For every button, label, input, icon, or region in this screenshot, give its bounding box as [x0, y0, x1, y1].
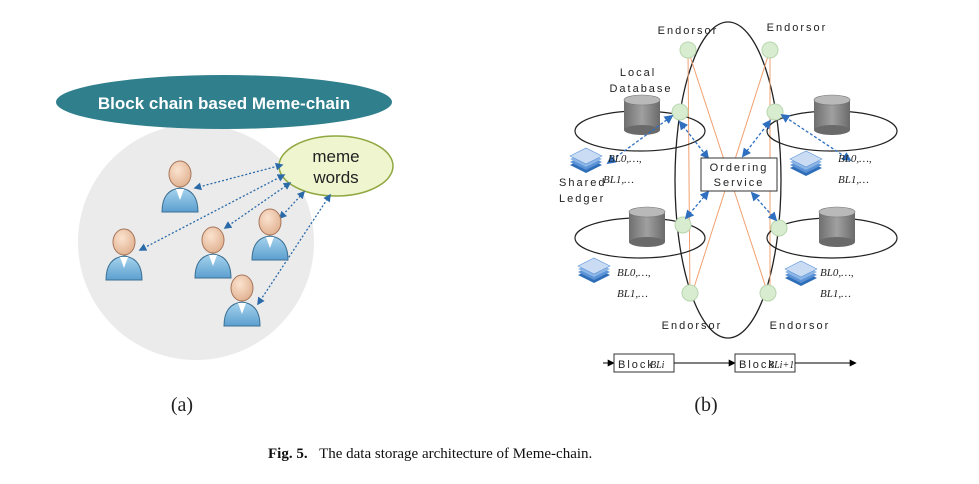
panel-b-label: (b): [694, 394, 717, 416]
caption-fig-number: Fig. 5.: [268, 446, 308, 462]
database-icon: [818, 206, 856, 248]
ledger-entry: BL0,…,: [608, 153, 642, 165]
ledger-icon: [577, 257, 611, 284]
endorser-nodes: [671, 41, 788, 302]
shared-ledger-line1: Shared: [559, 177, 606, 189]
ledger-entry: BL1,…: [617, 288, 648, 300]
ledger-icon: [789, 150, 823, 177]
meme-words-bubble: [278, 135, 394, 197]
caption-text: The data storage architecture of Meme-ch…: [319, 446, 592, 462]
local-database-line2: Database: [609, 83, 672, 95]
database-icon: [813, 94, 851, 136]
block-sub-2: BLi+1: [768, 360, 794, 371]
block-sub-1: BLi: [650, 360, 665, 371]
ordering-service-line1: Ordering: [710, 162, 769, 174]
endorser-label-top-right: Endorsor: [767, 22, 828, 34]
ordering-service-line2: Service: [714, 177, 765, 189]
figure-caption: Fig. 5. The data storage architecture of…: [268, 446, 592, 462]
endorser-label-top-left: Endorsor: [658, 25, 719, 37]
database-icon: [628, 206, 666, 248]
meme-words-line2: words: [312, 168, 358, 187]
ledger-entry: BL1,…: [820, 288, 851, 300]
ledger-entry: BL1,…: [603, 174, 634, 186]
local-database-line1: Local: [620, 67, 656, 79]
banner-title: Block chain based Meme-chain: [98, 94, 350, 113]
ledger-entry: BL0,…,: [838, 153, 872, 165]
ordering-arrows: [606, 113, 852, 222]
ledger-icon: [784, 260, 818, 287]
ledger-entry: BL0,…,: [820, 267, 854, 279]
ordering-service-box: [700, 157, 778, 192]
meme-words-line1: meme: [312, 147, 359, 166]
endorsement-ring: [674, 21, 782, 339]
shared-ledger-line2: Ledger: [559, 193, 605, 205]
panel-a: Block chain based Meme-chain meme words …: [56, 75, 394, 416]
endorser-label-bottom-left: Endorsor: [662, 320, 723, 332]
block-label-1: Block: [618, 359, 655, 371]
ledger-entry: BL0,…,: [617, 267, 651, 279]
ledger-icon: [569, 147, 603, 174]
ledger-entry: BL1,…: [838, 174, 869, 186]
endorser-label-bottom-right: Endorsor: [770, 320, 831, 332]
banner: [56, 75, 392, 129]
panel-b: Ordering Service Endorsor Endorsor Endor…: [559, 21, 898, 416]
block-label-2: Block: [739, 359, 776, 371]
panel-a-label: (a): [171, 394, 193, 416]
meme-arrows: [138, 162, 331, 306]
